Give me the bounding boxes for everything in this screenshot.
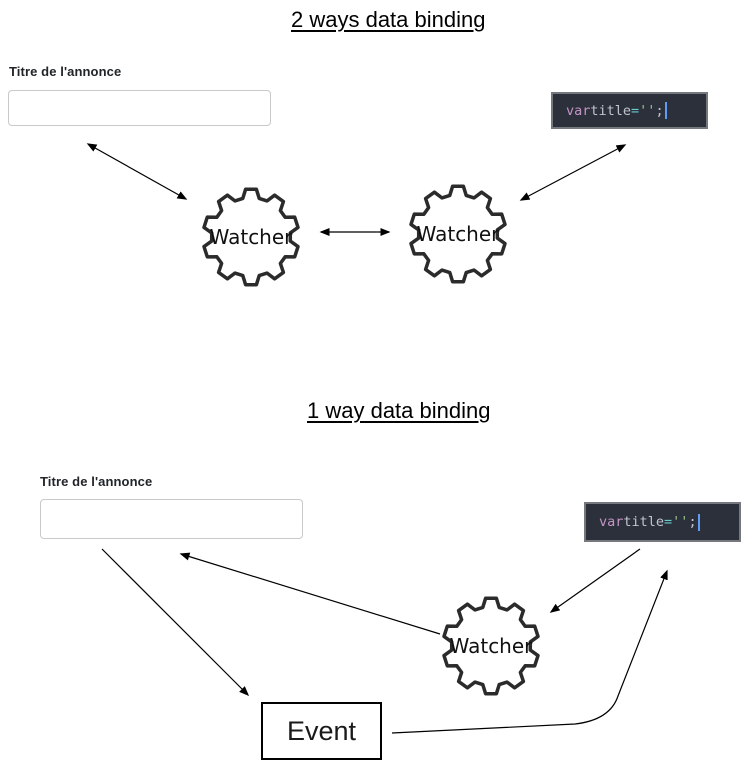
- gear-icon: [409, 184, 507, 284]
- code-operator: =: [631, 102, 640, 119]
- arrow-input-watcher-two-way: [86, 143, 188, 200]
- code-string: '': [672, 514, 689, 530]
- input-label-one-way: Titre de l'annonce: [40, 474, 153, 489]
- code-semicolon: ;: [655, 102, 664, 119]
- event-node: Event: [261, 702, 382, 760]
- code-identifier: title: [623, 514, 665, 530]
- one-way-title: 1 way data binding: [307, 398, 491, 423]
- code-operator: =: [664, 514, 673, 530]
- watcher-node-two-way-right: Watcher: [406, 182, 510, 286]
- text-cursor: [697, 513, 700, 531]
- two-way-title: 2 ways data binding: [291, 7, 486, 32]
- code-editor-one-way[interactable]: var title = '';: [584, 502, 741, 542]
- code-string: '': [639, 102, 656, 119]
- input-label-two-way: Titre de l'annonce: [9, 64, 122, 79]
- title-input-two-way[interactable]: [8, 90, 271, 126]
- code-keyword: var: [566, 102, 591, 119]
- arrow-input-event: [101, 548, 250, 697]
- arrow-code-watcher: [549, 548, 641, 613]
- code-identifier: title: [590, 102, 632, 119]
- watcher-label: Watcher: [449, 634, 533, 658]
- code-editor-two-way[interactable]: var title = '';: [551, 92, 708, 129]
- watcher-label: Watcher: [209, 225, 293, 249]
- arrow-watcher-code-two-way: [519, 144, 627, 201]
- title-input-one-way[interactable]: [40, 499, 303, 539]
- gear-icon: [202, 187, 300, 287]
- text-cursor: [664, 102, 667, 119]
- watcher-node-two-way-left: Watcher: [199, 185, 303, 289]
- event-label: Event: [286, 715, 357, 746]
- arrow-watcher-input: [179, 552, 441, 635]
- watcher-node-one-way: Watcher: [439, 594, 543, 698]
- code-semicolon: ;: [688, 514, 697, 530]
- code-keyword: var: [599, 514, 624, 530]
- watcher-label: Watcher: [416, 222, 500, 246]
